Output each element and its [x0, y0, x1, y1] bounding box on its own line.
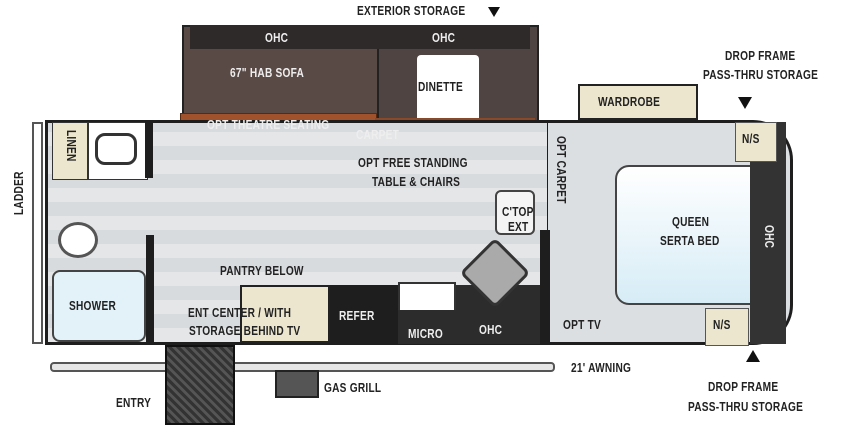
ent-center-label-2: STORAGE BEHIND TV — [189, 323, 301, 338]
ladder-label: LADDER — [11, 171, 26, 215]
drop-frame-bottom-label-1: DROP FRAME — [708, 379, 779, 394]
ohc-kitchen-label: OHC — [479, 322, 503, 337]
toilet-icon — [58, 222, 98, 258]
bath-wall — [145, 122, 153, 178]
bath-partition — [146, 235, 154, 343]
dinette-table — [417, 55, 479, 129]
hab-sofa-label: 67" HAB SOFA — [230, 65, 305, 80]
refer-label: REFER — [339, 308, 375, 323]
linen-cabinet — [52, 122, 88, 180]
linen-label: LINEN — [64, 130, 79, 162]
gas-grill — [275, 370, 319, 398]
bath-sink — [88, 122, 148, 180]
ohc-sofa-label: OHC — [265, 30, 289, 45]
opt-tv-label: OPT TV — [563, 317, 602, 332]
bed-label-2: SERTA BED — [660, 233, 720, 248]
wardrobe-label: WARDROBE — [598, 94, 661, 109]
wardrobe — [578, 84, 698, 120]
countertop-extension — [495, 190, 535, 235]
shower-label: SHOWER — [69, 298, 117, 313]
arrow-down-icon — [738, 97, 752, 109]
micro-label: MICRO — [408, 326, 443, 341]
nightstand-bottom — [705, 308, 749, 346]
ns-bottom-label: N/S — [713, 317, 731, 332]
ctop-ext-label-1: C'TOP — [502, 204, 534, 219]
bed-label-1: QUEEN — [672, 214, 710, 229]
ohc-dinette-label: OHC — [432, 30, 456, 45]
entry-label: ENTRY — [116, 395, 152, 410]
ent-center — [240, 285, 330, 343]
drop-frame-bottom-label-2: PASS-THRU STORAGE — [688, 399, 804, 414]
awning-label: 21' AWNING — [571, 360, 632, 375]
free-standing-label-1: OPT FREE STANDING — [358, 155, 468, 170]
drop-frame-top-label-2: PASS-THRU STORAGE — [703, 67, 819, 82]
ns-top-label: N/S — [742, 131, 760, 146]
drop-frame-top-label-1: DROP FRAME — [725, 48, 796, 63]
kitchen-wall — [540, 230, 550, 345]
ohc-band — [190, 25, 530, 49]
carpet-label: CARPET — [356, 127, 400, 142]
exterior-storage-label: EXTERIOR STORAGE — [357, 3, 466, 18]
opt-carpet-label: OPT CARPET — [554, 136, 569, 204]
gas-grill-label: GAS GRILL — [324, 380, 382, 395]
entry-steps — [165, 345, 235, 425]
pantry-label: PANTRY BELOW — [220, 263, 304, 278]
arrow-down-icon — [488, 7, 500, 17]
micro-cabinet — [398, 310, 456, 344]
arrow-up-icon — [746, 350, 760, 362]
dinette-label: DINETTE — [418, 79, 464, 94]
refrigerator — [330, 285, 398, 343]
nightstand-top — [735, 122, 777, 162]
ladder — [32, 122, 43, 344]
queen-bed — [615, 165, 753, 305]
ctop-ext-label-2: EXT — [508, 219, 529, 234]
ohc-bedroom-label: OHC — [762, 225, 777, 249]
theatre-seating-label: OPT THEATRE SEATING — [207, 117, 330, 132]
ent-center-label-1: ENT CENTER / WITH — [188, 305, 292, 320]
range-cooktop — [398, 282, 456, 312]
sink-basin-icon — [95, 133, 137, 165]
shower — [52, 270, 146, 342]
free-standing-label-2: TABLE & CHAIRS — [372, 174, 461, 189]
